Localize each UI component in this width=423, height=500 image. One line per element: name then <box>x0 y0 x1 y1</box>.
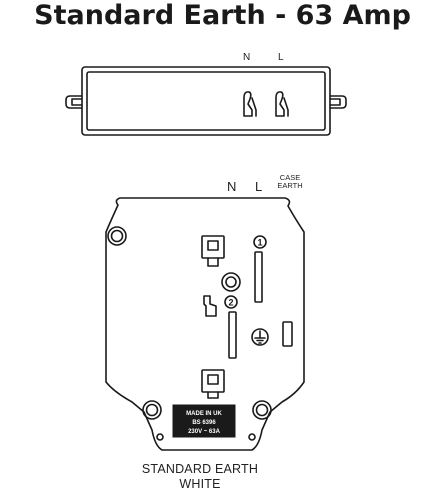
rating-plate: MADE IN UK BS 6396 230V ~ 63A <box>172 404 236 438</box>
top-view-pin-neutral <box>243 91 257 117</box>
face-view-label-case-earth: CASE EARTH <box>270 174 310 190</box>
case-earth-line2: EARTH <box>277 181 303 190</box>
centre-hole <box>221 272 241 292</box>
caption-line2: WHITE <box>179 477 221 491</box>
face-view-label-live: L <box>255 179 263 194</box>
terminal-lower <box>201 369 225 399</box>
marker-1-text: 1 <box>257 238 262 248</box>
terminal-upper <box>201 235 225 267</box>
top-view-pin-live <box>275 91 289 117</box>
page-title: Standard Earth - 63 Amp <box>34 0 411 31</box>
mounting-hole-bottom-centre-left <box>156 433 164 441</box>
marker-2-circle <box>224 295 238 309</box>
rating-plate-line1: MADE IN UK <box>186 411 222 417</box>
rating-plate-line3: 230V ~ 63A <box>188 429 221 435</box>
marker-2-text: 2 <box>228 298 233 308</box>
top-view-label-live: L <box>278 52 284 63</box>
slot-neutral <box>228 311 237 359</box>
face-plate-outline <box>105 197 305 451</box>
mounting-hole-top-left <box>107 226 127 246</box>
caption-line1: STANDARD EARTH <box>141 462 259 476</box>
clip-left <box>203 295 217 317</box>
caption: STANDARD EARTH WHITE <box>120 462 280 492</box>
mounting-hole-bottom-right <box>252 400 272 420</box>
case-earth-line1: CASE <box>279 173 301 182</box>
top-view-label-neutral: N <box>243 52 251 63</box>
top-view-housing <box>65 66 347 136</box>
slot-live <box>254 251 263 303</box>
marker-1-circle <box>253 235 267 249</box>
slot-case-earth <box>282 321 293 347</box>
earth-symbol-icon <box>251 328 269 346</box>
rating-plate-line2: BS 6396 <box>192 420 216 426</box>
face-view-label-neutral: N <box>227 179 237 194</box>
mounting-hole-bottom-left <box>142 400 162 420</box>
mounting-hole-bottom-centre-right <box>248 433 256 441</box>
